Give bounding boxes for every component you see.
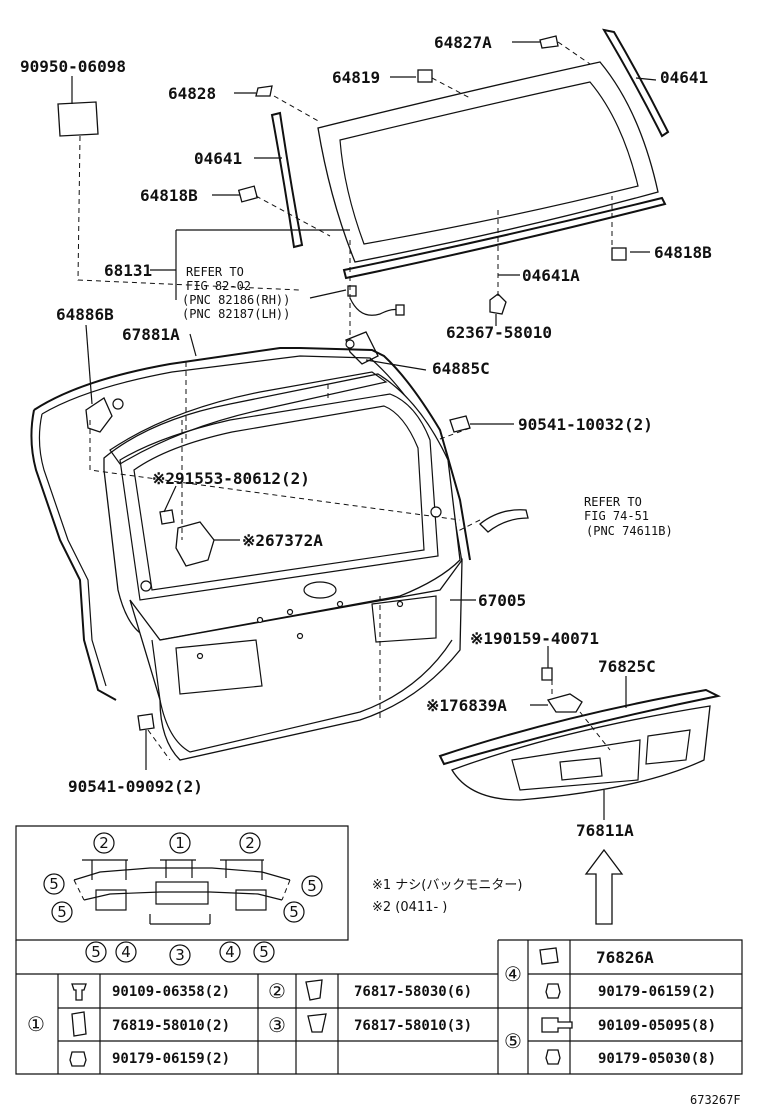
table-r1-num2: ② bbox=[268, 979, 286, 1003]
label-90159-40071: ※190159-40071 bbox=[470, 629, 599, 648]
cushion-64818B-left bbox=[237, 185, 259, 203]
detail-box bbox=[15, 825, 349, 941]
screw-icon bbox=[71, 983, 87, 1001]
label-64819: 64819 bbox=[332, 68, 380, 87]
table-r2-pn2: 76817-58010(3) bbox=[354, 1018, 472, 1034]
refer-line3: (PNC 82186(RH)) bbox=[182, 293, 290, 307]
label-90541-09092: 90541-09092(2) bbox=[68, 777, 203, 796]
callout-5-f: 5 bbox=[259, 943, 269, 961]
refer-line1: REFER TO bbox=[186, 265, 244, 279]
label-64827A: 64827A bbox=[434, 33, 492, 52]
callout-5-b: 5 bbox=[57, 903, 67, 921]
label-68131: 68131 bbox=[104, 261, 152, 280]
table-r2-pn: 76819-58010(2) bbox=[112, 1018, 230, 1034]
clip-76817-58010-icon bbox=[307, 1013, 327, 1033]
table-r5b: 90179-05030(8) bbox=[598, 1051, 716, 1067]
label-64818B-right: 64818B bbox=[654, 243, 712, 262]
label-67372A: ※267372A bbox=[242, 531, 323, 550]
label-64818B-left: 64818B bbox=[140, 186, 198, 205]
clip-64819 bbox=[417, 69, 433, 83]
clip-76817-58030-icon bbox=[305, 979, 323, 1001]
label-64885C: 64885C bbox=[432, 359, 490, 378]
bracket-62367 bbox=[489, 293, 507, 315]
arrow-up-icon bbox=[584, 848, 624, 925]
detail-sketch bbox=[73, 859, 291, 925]
label-67005: 67005 bbox=[478, 591, 526, 610]
bracket-76839A bbox=[546, 693, 583, 713]
refer2-line1: REFER TO bbox=[584, 495, 642, 509]
label-04641-left: 04641 bbox=[194, 149, 242, 168]
callout-2-right: 2 bbox=[245, 834, 255, 852]
plate-90950-06098 bbox=[57, 101, 99, 137]
molding-04641-left bbox=[270, 111, 304, 249]
screw-76826A-icon bbox=[539, 947, 559, 965]
callout-4-right: 4 bbox=[225, 943, 235, 961]
figure-code: 673267F bbox=[690, 1093, 741, 1107]
nut-90179-06159-icon bbox=[545, 983, 561, 999]
callout-3: 3 bbox=[175, 946, 185, 964]
molding-04641-right bbox=[601, 28, 670, 138]
table-r1-pn: 90109-06358(2) bbox=[112, 984, 230, 1000]
clip-64828 bbox=[255, 85, 273, 97]
refer-line2: FIG 82-02 bbox=[186, 279, 251, 293]
refer2-line2: FIG 74-51 bbox=[584, 509, 649, 523]
callout-5-d: 5 bbox=[289, 903, 299, 921]
cushion-64818B-right bbox=[611, 247, 627, 261]
clip-icon bbox=[71, 1011, 87, 1037]
refer-line4: (PNC 82187(LH)) bbox=[182, 307, 290, 321]
back-door-67005 bbox=[103, 371, 463, 761]
table-callout-5: ⑤ bbox=[504, 1029, 522, 1053]
clip-64827A bbox=[539, 35, 559, 49]
label-04641A: 04641A bbox=[522, 266, 580, 285]
callout-5-a: 5 bbox=[49, 875, 59, 893]
cushion-90541-09092 bbox=[137, 713, 155, 731]
screw-90109-05095-icon bbox=[541, 1017, 573, 1033]
table-r4: 90179-06159(2) bbox=[598, 984, 716, 1000]
label-76839A: ※176839A bbox=[426, 696, 507, 715]
label-64886B: 64886B bbox=[56, 305, 114, 324]
nut-90179-05030-icon bbox=[545, 1049, 561, 1065]
note-1: ※1 ナシ(バックモニター) bbox=[372, 878, 522, 893]
callout-5-e: 5 bbox=[91, 943, 101, 961]
label-76811A: 76811A bbox=[576, 821, 634, 840]
table-r3-pn: 90179-06159(2) bbox=[112, 1051, 230, 1067]
callout-2-left: 2 bbox=[99, 834, 109, 852]
molding-76825C bbox=[438, 688, 722, 766]
label-62367-58010: 62367-58010 bbox=[446, 323, 552, 342]
label-67881A: 67881A bbox=[122, 325, 180, 344]
table-r5a: 90109-05095(8) bbox=[598, 1018, 716, 1034]
label-04641-right: 04641 bbox=[660, 68, 708, 87]
table-76826A: 76826A bbox=[596, 948, 654, 967]
label-91553-80612: ※291553-80612(2) bbox=[152, 469, 310, 488]
label-90541-10032: 90541-10032(2) bbox=[518, 415, 653, 434]
screw-90159 bbox=[541, 667, 553, 681]
refer2-line3: (PNC 74611B) bbox=[586, 524, 673, 538]
wire-68131 bbox=[349, 297, 399, 316]
hinge-64886B bbox=[85, 397, 113, 433]
note-2: ※2 (0411- ) bbox=[372, 900, 447, 915]
parts-table: ① 90109-06358(2) ② 76817-58030(6) 76819-… bbox=[15, 939, 743, 1075]
callout-1: 1 bbox=[175, 834, 185, 852]
table-callout-1: ① bbox=[27, 1012, 45, 1036]
label-76825C: 76825C bbox=[598, 657, 656, 676]
weatherstrip-67881A bbox=[30, 347, 471, 701]
callout-5-c: 5 bbox=[307, 877, 317, 895]
table-r1-pn2: 76817-58030(6) bbox=[354, 984, 472, 1000]
nut-icon bbox=[69, 1051, 87, 1067]
garnish-76811A bbox=[451, 705, 711, 801]
table-r2-num2: ③ bbox=[268, 1013, 286, 1037]
motor-67372A bbox=[175, 521, 215, 567]
label-90950-06098: 90950-06098 bbox=[20, 57, 126, 76]
rear-glass bbox=[317, 61, 659, 263]
callout-4-left: 4 bbox=[121, 943, 131, 961]
handle-74611B bbox=[479, 509, 529, 533]
molding-04641A bbox=[342, 196, 667, 280]
label-64828: 64828 bbox=[168, 84, 216, 103]
table-callout-4: ④ bbox=[504, 962, 522, 986]
detail-callouts: 2 1 2 5 5 5 5 5 4 3 4 5 bbox=[43, 832, 323, 966]
